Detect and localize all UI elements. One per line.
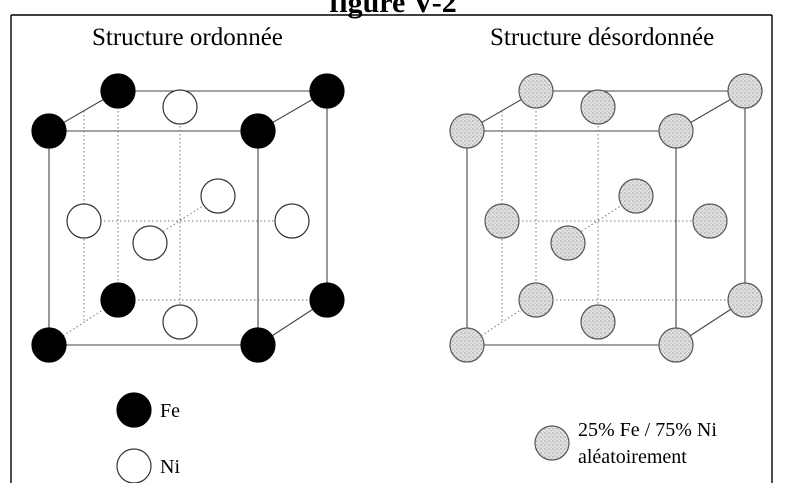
random-atom xyxy=(618,178,654,214)
figure-caption: figure V-2 xyxy=(329,0,457,19)
fe-atom xyxy=(100,282,136,318)
random-atom xyxy=(658,327,694,363)
ni-atom xyxy=(274,203,310,239)
fe-atom xyxy=(31,327,67,363)
ordered-title: Structure ordonnée xyxy=(92,24,283,51)
random-atom xyxy=(580,304,616,340)
random-atom xyxy=(692,203,728,239)
cube-disordered xyxy=(449,73,763,363)
random-atom xyxy=(727,282,763,318)
disordered-title: Structure désordonnée xyxy=(490,24,714,51)
legend-fe-label: Fe xyxy=(160,400,180,422)
fe-atom xyxy=(240,113,276,149)
cube-ordered xyxy=(31,73,345,363)
legend-ni-label: Ni xyxy=(160,456,180,478)
fe-atom xyxy=(100,73,136,109)
fe-atom xyxy=(309,282,345,318)
ni-atom xyxy=(66,203,102,239)
ni-atom xyxy=(162,89,198,125)
ni-atom xyxy=(162,304,198,340)
legend-random-line2: aléatoirement xyxy=(578,446,687,468)
legend-random-atom xyxy=(534,425,570,461)
legend-ni-atom xyxy=(116,448,152,483)
ni-atom xyxy=(132,225,168,261)
ni-atom xyxy=(200,178,236,214)
random-atom xyxy=(518,73,554,109)
legend: Fe Ni 25% Fe / 75% Ni aléatoirement xyxy=(116,392,717,483)
random-atom xyxy=(518,282,554,318)
random-atom xyxy=(658,113,694,149)
legend-fe-atom xyxy=(116,392,152,428)
random-atom xyxy=(550,225,586,261)
fe-atom xyxy=(31,113,67,149)
random-atom xyxy=(580,89,616,125)
legend-random-line1: 25% Fe / 75% Ni xyxy=(578,419,717,441)
random-atom xyxy=(727,73,763,109)
fe-atom xyxy=(240,327,276,363)
random-atom xyxy=(449,327,485,363)
random-atom xyxy=(484,203,520,239)
random-atom xyxy=(449,113,485,149)
fe-atom xyxy=(309,73,345,109)
